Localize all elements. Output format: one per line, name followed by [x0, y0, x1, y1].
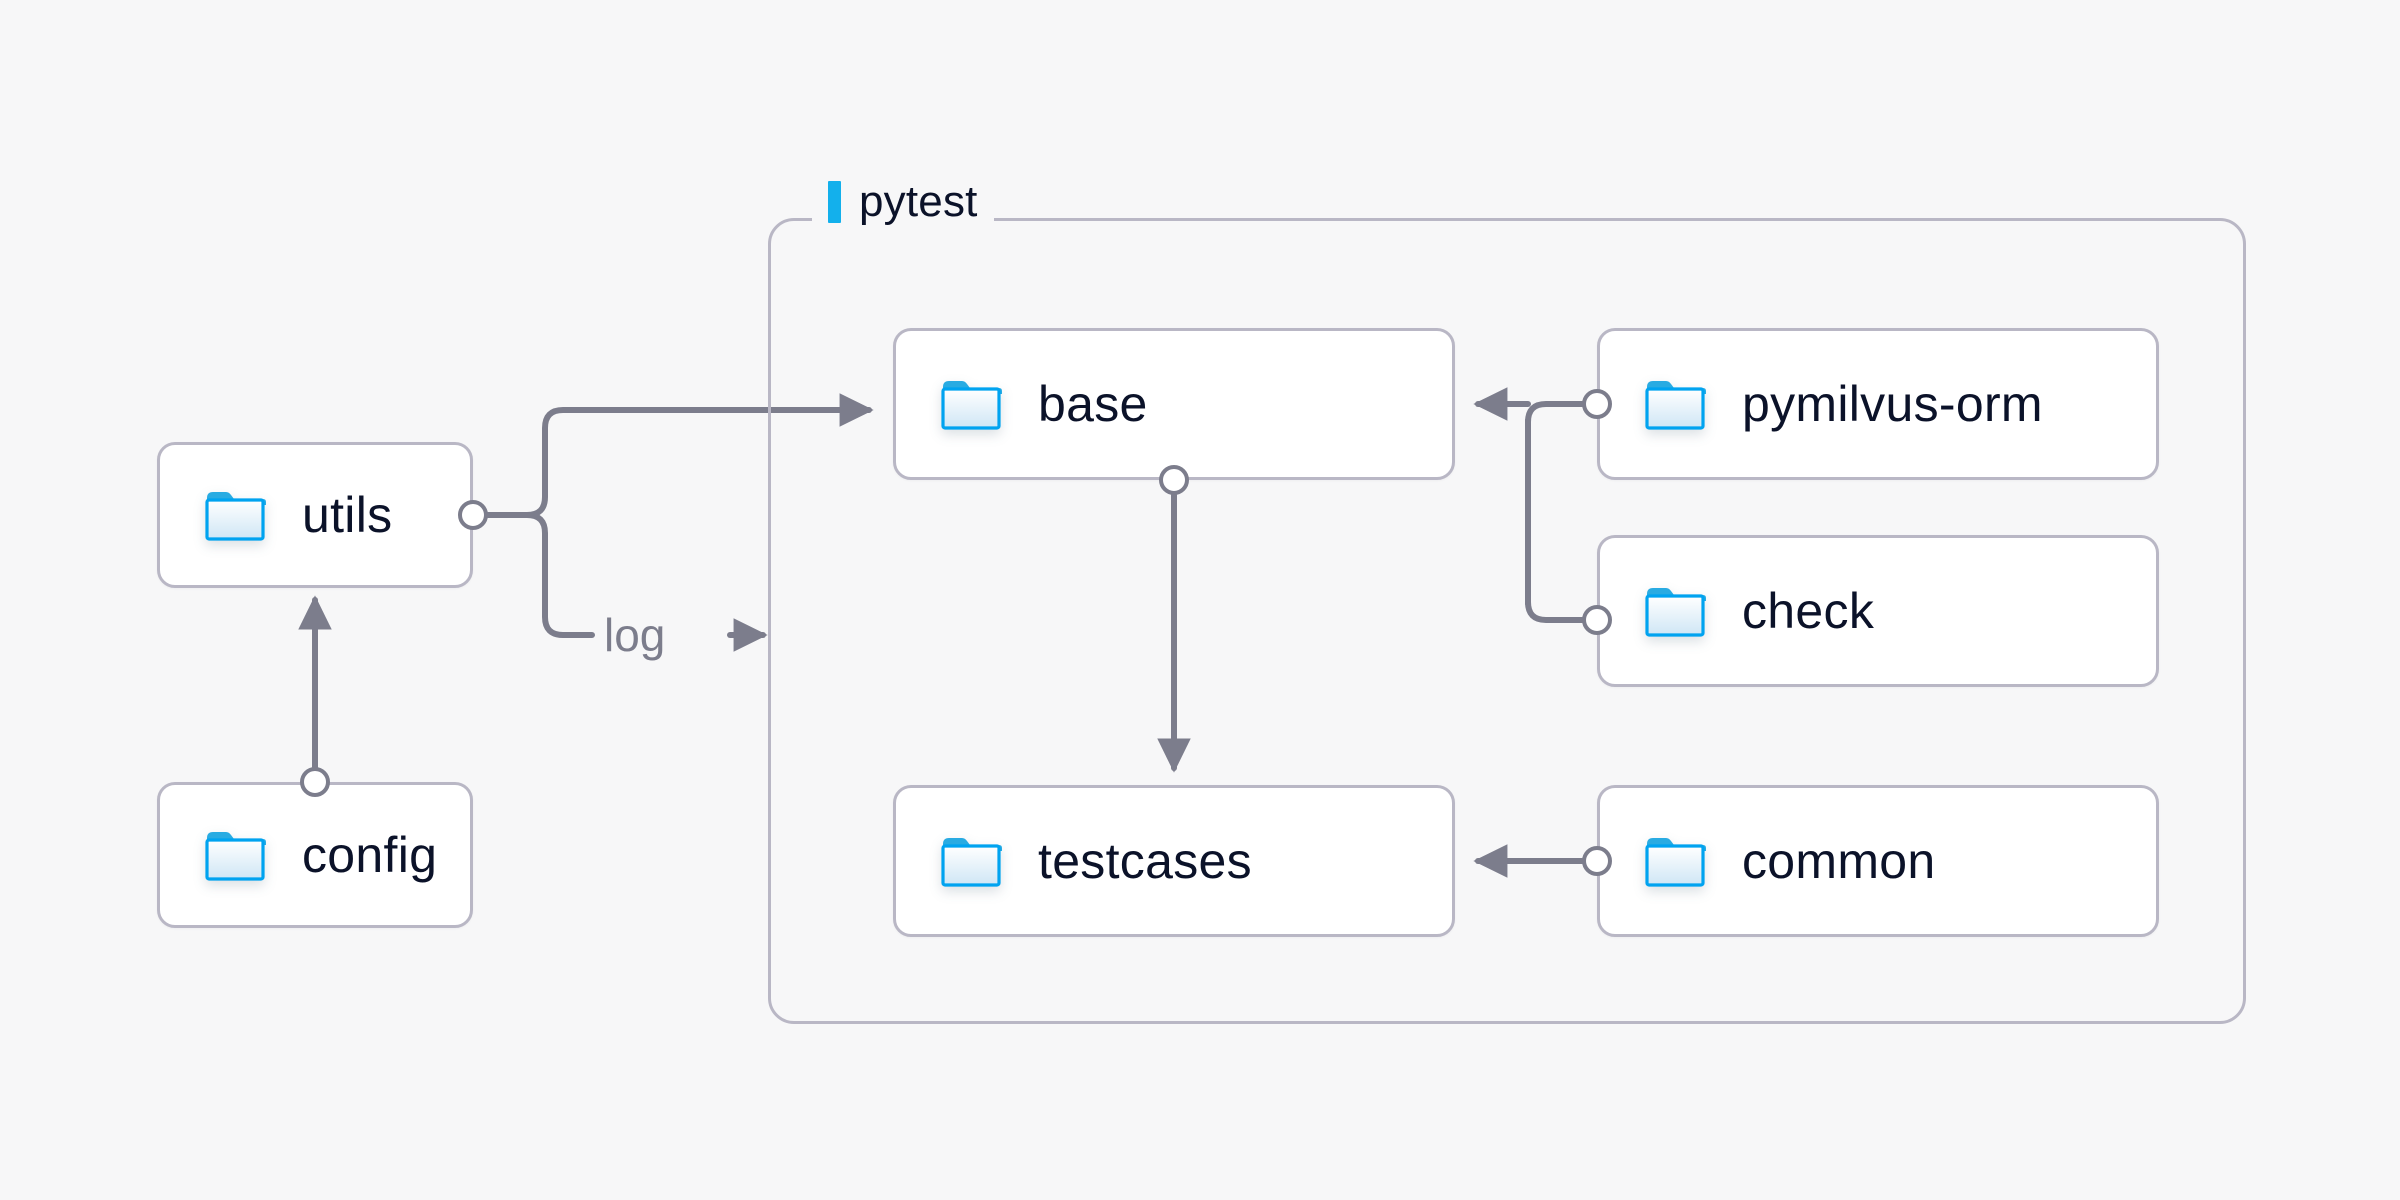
port-pymilvus-orm-left[interactable] — [1582, 389, 1612, 419]
node-label: pymilvus-orm — [1742, 376, 2043, 432]
node-label: base — [1038, 376, 1148, 432]
folder-icon — [1644, 376, 1706, 432]
folder-icon — [940, 376, 1002, 432]
node-pymilvus-orm[interactable]: pymilvus-orm — [1597, 328, 2159, 480]
port-common-left[interactable] — [1582, 846, 1612, 876]
group-pytest-label: pytest — [812, 174, 994, 230]
folder-icon — [1644, 583, 1706, 639]
port-utils-right[interactable] — [458, 500, 488, 530]
node-label: testcases — [1038, 833, 1252, 889]
folder-icon — [204, 487, 266, 543]
node-label: config — [302, 827, 438, 883]
group-title: pytest — [859, 177, 978, 226]
node-check[interactable]: check — [1597, 535, 2159, 687]
node-label: utils — [302, 487, 393, 543]
port-config-top[interactable] — [300, 767, 330, 797]
node-label: check — [1742, 583, 1875, 639]
node-testcases[interactable]: testcases — [893, 785, 1455, 937]
node-label: common — [1742, 833, 1936, 889]
port-check-left[interactable] — [1582, 605, 1612, 635]
node-utils[interactable]: utils — [157, 442, 473, 588]
edge-utils-to-log — [524, 512, 595, 638]
group-accent-bar — [828, 181, 841, 223]
edge-label-log: log — [604, 609, 666, 661]
folder-icon — [1644, 833, 1706, 889]
group-pytest[interactable] — [768, 218, 2246, 1024]
port-base-bottom[interactable] — [1159, 465, 1189, 495]
node-common[interactable]: common — [1597, 785, 2159, 937]
node-base[interactable]: base — [893, 328, 1455, 480]
folder-icon — [204, 827, 266, 883]
folder-icon — [940, 833, 1002, 889]
node-config[interactable]: config — [157, 782, 473, 928]
